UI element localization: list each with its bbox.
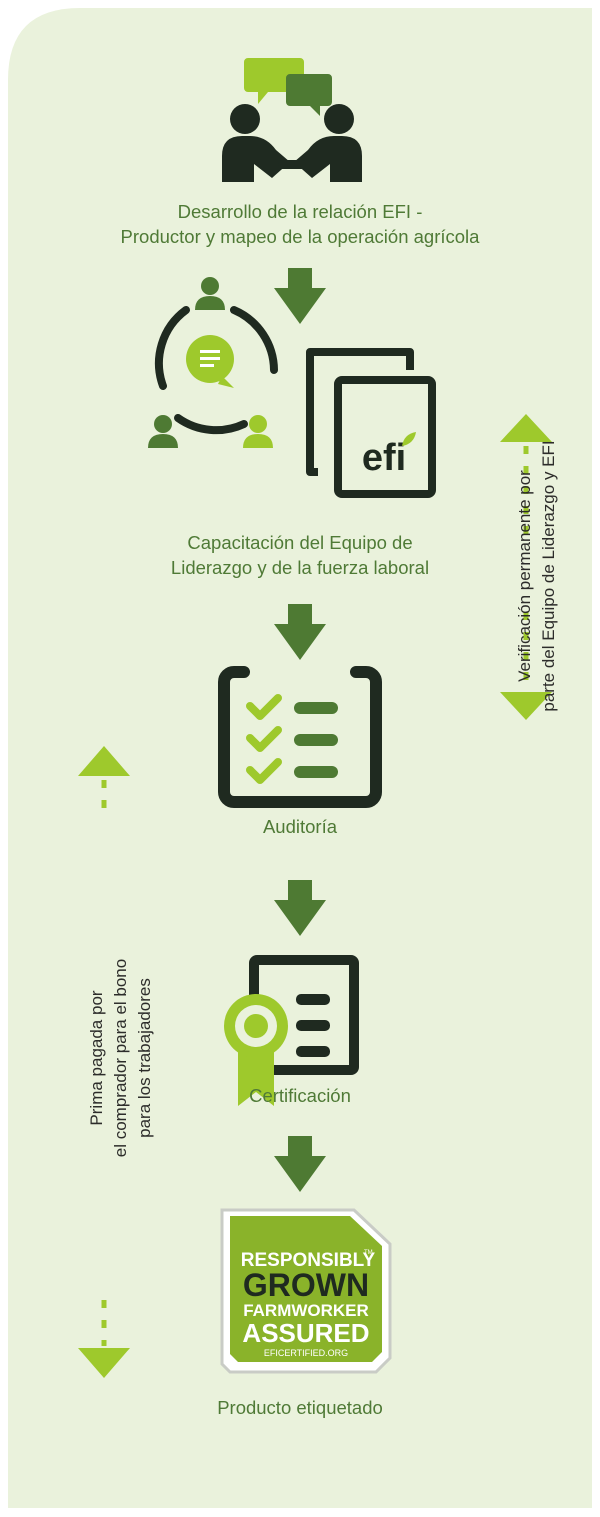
flow-arrow-1 bbox=[274, 268, 326, 324]
seal-trademark: TM bbox=[364, 1250, 373, 1256]
seal-line-1: RESPONSIBLY bbox=[241, 1250, 376, 1271]
panel-background bbox=[8, 8, 592, 1508]
efi-logo-text: efi bbox=[362, 437, 406, 479]
step-5-label: Producto etiquetado bbox=[0, 1395, 600, 1420]
seal-line-5: EFICERTIFIED.ORG bbox=[264, 1348, 348, 1358]
premium-label-line-3: para los trabajadores bbox=[135, 978, 154, 1138]
step-2-label-line-2: Liderazgo y de la fuerza laboral bbox=[170, 557, 430, 578]
flow-arrow-2 bbox=[274, 604, 326, 660]
flow-arrow-4 bbox=[274, 1136, 326, 1192]
premium-label: Prima pagada por el comprador para el bo… bbox=[85, 959, 157, 1157]
step-5-label-line-1: Producto etiquetado bbox=[217, 1397, 383, 1418]
verification-label: Verificación permanente por parte del Eq… bbox=[513, 440, 561, 711]
verification-label-line-1: Verificación permanente por bbox=[515, 470, 534, 682]
responsibly-grown-seal-icon: RESPONSIBLY TM GROWN FARMWORKER ASSURED … bbox=[220, 1208, 392, 1374]
certificate-icon bbox=[224, 955, 359, 1106]
verification-double-arrow bbox=[500, 414, 552, 720]
checklist-icon bbox=[218, 666, 382, 808]
step-3-label: Auditoría bbox=[0, 814, 600, 839]
verification-label-line-2: parte del Equipo de Liderazgo y EFI bbox=[539, 440, 558, 712]
seal-line-2: GROWN bbox=[243, 1267, 369, 1303]
step-2-label-line-1: Capacitación del Equipo de bbox=[187, 532, 413, 553]
step-4-label: Certificación bbox=[0, 1083, 600, 1108]
seal-line-3: FARMWORKER bbox=[243, 1301, 369, 1320]
documents-icon: efi bbox=[306, 348, 436, 498]
seal-line-4: ASSURED bbox=[242, 1318, 369, 1348]
team-training-icon bbox=[148, 277, 278, 448]
step-4-label-line-1: Certificación bbox=[249, 1085, 351, 1106]
step-1-label: Desarrollo de la relación EFI - Producto… bbox=[0, 199, 600, 249]
premium-label-line-2: el comprador para el bono bbox=[111, 958, 130, 1158]
step-1-label-line-1: Desarrollo de la relación EFI - bbox=[177, 201, 423, 222]
handshake-icon bbox=[222, 58, 362, 182]
step-2-label: Capacitación del Equipo de Liderazgo y d… bbox=[0, 530, 600, 580]
leaf-icon bbox=[402, 432, 416, 446]
flow-arrow-3 bbox=[274, 880, 326, 936]
step-3-label-line-1: Auditoría bbox=[262, 816, 338, 837]
premium-double-arrow bbox=[78, 746, 130, 1378]
step-1-label-line-2: Productor y mapeo de la operación agríco… bbox=[120, 226, 480, 247]
premium-label-line-1: Prima pagada por bbox=[87, 990, 106, 1126]
